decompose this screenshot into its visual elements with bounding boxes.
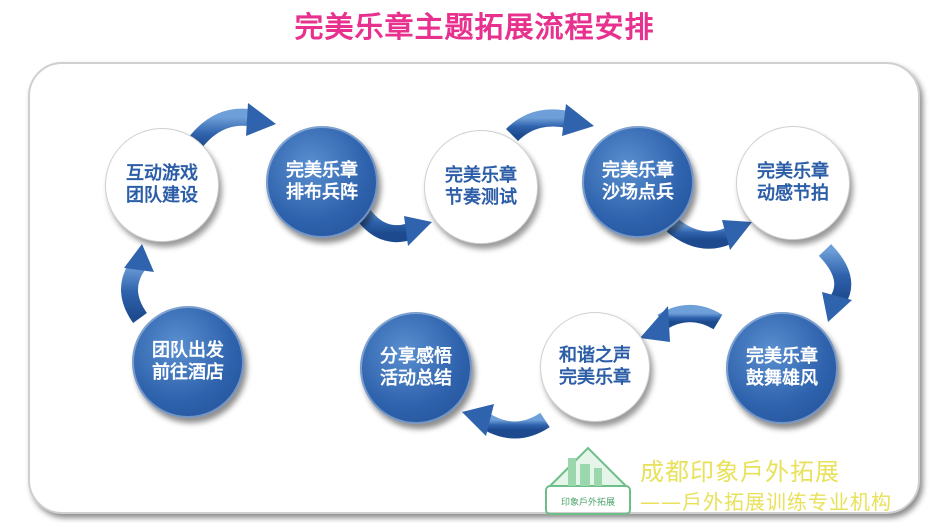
step-node-harmony: 和谐之声 完美乐章 bbox=[540, 312, 650, 422]
step-label: 完美乐章 排布兵阵 bbox=[286, 160, 358, 203]
step-label: 完美乐章 沙场点兵 bbox=[602, 160, 674, 203]
arrow-4-5 bbox=[818, 244, 852, 322]
step-node-beat: 完美乐章 动感节拍 bbox=[736, 126, 850, 240]
arrow-0-1 bbox=[182, 103, 276, 155]
step-label: 和谐之声 完美乐章 bbox=[559, 345, 631, 388]
arrow-5-6 bbox=[640, 305, 723, 342]
step-node-formation: 完美乐章 排布兵阵 bbox=[266, 126, 378, 238]
page-title: 完美乐章主题拓展流程安排 bbox=[294, 10, 655, 44]
step-label: 完美乐章 节奏测试 bbox=[445, 165, 517, 208]
step-node-rhythm-test: 完美乐章 节奏测试 bbox=[424, 130, 538, 244]
arrow-2-3 bbox=[505, 104, 594, 142]
step-node-team-building: 互动游戏 团队建设 bbox=[105, 128, 219, 242]
watermark-line2: ——戶外拓展训练专业机构 bbox=[640, 490, 892, 514]
arrow-6-7 bbox=[462, 404, 550, 439]
arrow-8-0 bbox=[121, 244, 154, 323]
step-node-review: 完美乐章 沙场点兵 bbox=[582, 126, 694, 238]
step-node-drum-dance: 完美乐章 鼓舞雄风 bbox=[726, 312, 838, 424]
step-label: 完美乐章 鼓舞雄风 bbox=[746, 346, 818, 389]
step-label: 完美乐章 动感节拍 bbox=[757, 161, 829, 204]
watermark-line1: 成都印象戶外拓展 bbox=[640, 458, 840, 486]
step-node-summary: 分享感悟 活动总结 bbox=[360, 312, 472, 424]
mountain-logo-icon: 印象戶外拓展 bbox=[545, 446, 631, 515]
step-node-depart: 团队出发 前往酒店 bbox=[132, 306, 244, 418]
step-label: 互动游戏 团队建设 bbox=[126, 163, 198, 206]
arrow-3-4 bbox=[666, 218, 752, 250]
step-label: 分享感悟 活动总结 bbox=[380, 346, 452, 389]
logo-text: 印象戶外拓展 bbox=[561, 496, 615, 508]
step-label: 团队出发 前往酒店 bbox=[152, 340, 224, 383]
arrow-1-2 bbox=[352, 204, 432, 246]
